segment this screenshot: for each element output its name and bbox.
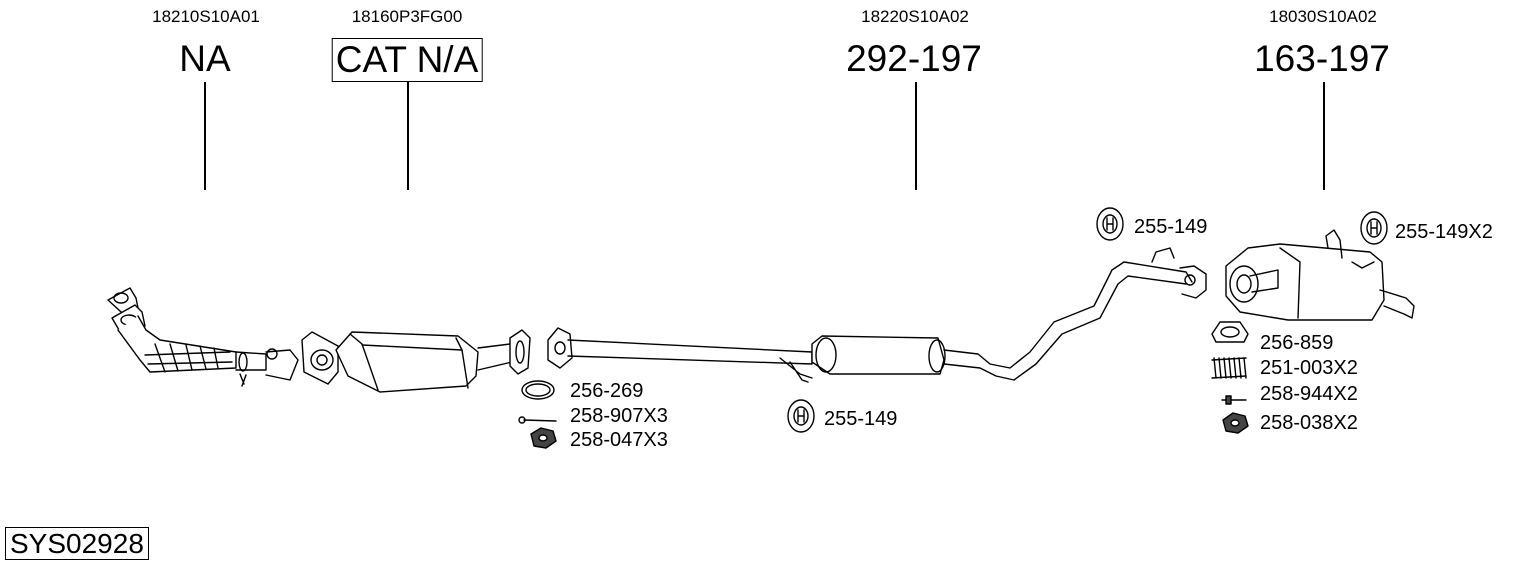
fitting-label-bolt-front: 258-907X3 (570, 405, 668, 427)
part-code-centre-silencer: 292-197 (846, 38, 982, 79)
fitting-label-nut-rear: 258-038X2 (1260, 412, 1358, 434)
leader-line-centre-silencer (915, 82, 917, 190)
oem-number-catalyst: 18160P3FG00 (351, 7, 463, 26)
oem-number-rear-silencer: 18030S10A02 (1269, 7, 1377, 26)
leader-line-catalyst (407, 82, 409, 190)
fitting-label-nut-front: 258-047X3 (570, 429, 668, 451)
front-pipe-part (107, 287, 299, 387)
rear-silencer-part (1225, 229, 1415, 321)
fitting-label-ring-gasket-rear: 256-859 (1260, 332, 1334, 354)
nut-icon-front (530, 427, 557, 449)
oem-number-front-pipe: 18210S10A01 (152, 7, 260, 26)
part-code-catalyst: CAT N/A (331, 38, 483, 82)
rubber-mount-icon-mid (787, 399, 815, 433)
fitting-label-spring-rear: 251-003X2 (1260, 357, 1358, 379)
rubber-mount-icon-upper (1096, 207, 1124, 241)
catalyst-part (301, 329, 531, 393)
spring-icon-rear (1211, 357, 1247, 379)
fitting-label-gasket-front: 256-269 (570, 380, 644, 402)
leader-line-front-pipe (204, 82, 206, 190)
part-code-rear-silencer: 163-197 (1254, 38, 1390, 79)
part-code-front-pipe: NA (179, 38, 231, 79)
system-number: SYS02928 (5, 527, 149, 560)
nut-icon-rear (1222, 412, 1249, 434)
fitting-label-rubber-upper: 255-149 (1134, 216, 1208, 238)
fitting-label-bolt-rear: 258-944X2 (1260, 383, 1358, 405)
oem-number-centre-silencer: 18220S10A02 (861, 7, 969, 26)
bolt-icon-front (518, 416, 557, 424)
centre-silencer-part (547, 247, 1207, 383)
ring-gasket-icon-rear (1211, 321, 1249, 343)
gasket-icon-front (521, 380, 555, 400)
bolt-icon-rear (1221, 395, 1247, 405)
fitting-label-rubber-rear: 255-149X2 (1395, 221, 1493, 243)
fitting-label-rubber-mid: 255-149 (824, 408, 898, 430)
leader-line-rear-silencer (1323, 82, 1325, 190)
rubber-mount-icon-rear (1360, 211, 1388, 245)
